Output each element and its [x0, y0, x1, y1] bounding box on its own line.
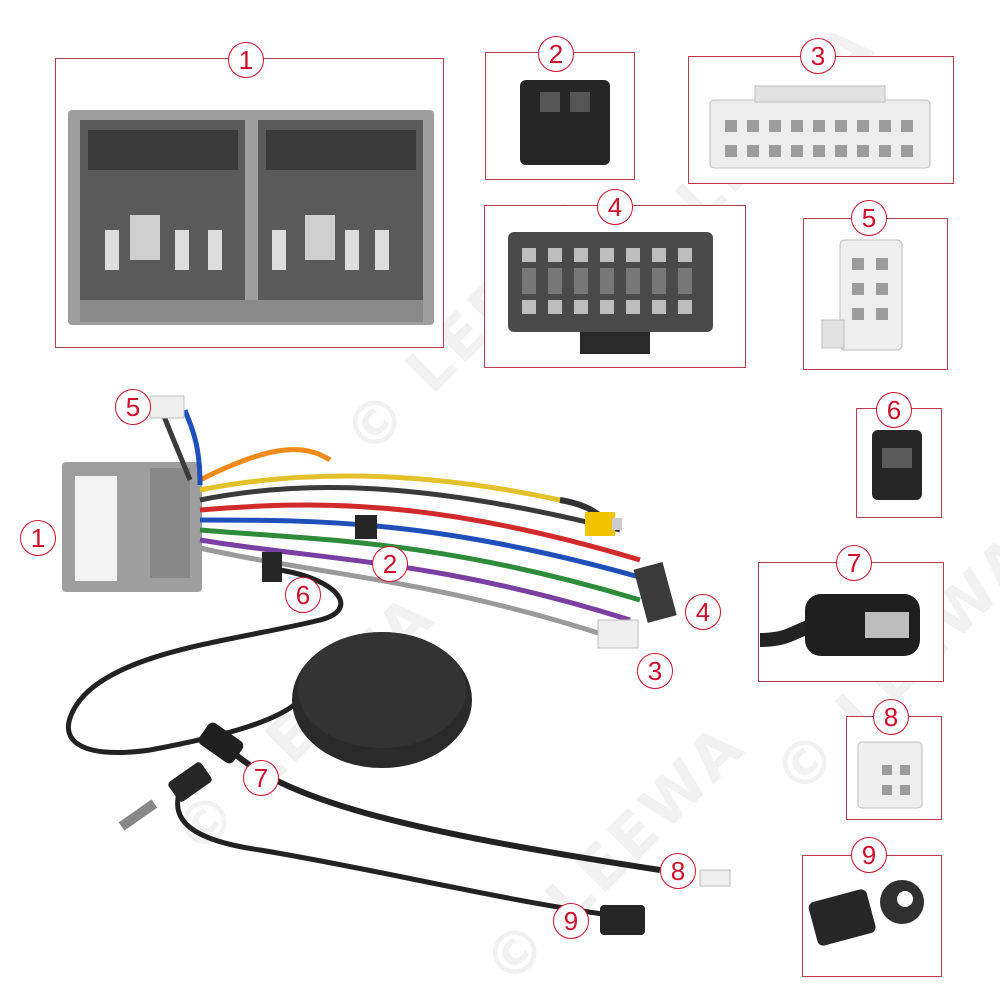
harness-label-6: 6	[285, 577, 321, 613]
harness-label-9: 9	[553, 903, 589, 939]
watermark-text: © LEEWA	[470, 710, 760, 1000]
detail-box-connector-1	[55, 58, 444, 348]
detail-box-connector-4	[484, 205, 746, 368]
detail-box-connector-5	[803, 218, 948, 370]
callout-2-label: 2	[538, 36, 574, 72]
harness-label-2: 2	[372, 546, 408, 582]
callout-4-label: 4	[597, 189, 633, 225]
detail-box-connector-3	[688, 56, 954, 184]
callout-8-label: 8	[873, 699, 909, 735]
harness-label-7: 7	[243, 760, 279, 796]
callout-5-label: 5	[851, 200, 887, 236]
callout-6-label: 6	[876, 392, 912, 428]
callout-1-label: 1	[228, 42, 264, 78]
harness-label-8: 8	[660, 853, 696, 889]
callout-3-label: 3	[800, 38, 836, 74]
callout-9-label: 9	[851, 837, 887, 873]
harness-label-1: 1	[20, 520, 56, 556]
harness-label-5: 5	[115, 389, 151, 425]
callout-7-label: 7	[836, 545, 872, 581]
harness-label-3: 3	[637, 653, 673, 689]
watermark-text: © LEEWA	[160, 580, 450, 870]
harness-label-4: 4	[685, 594, 721, 630]
detail-box-connector-9	[802, 855, 942, 977]
